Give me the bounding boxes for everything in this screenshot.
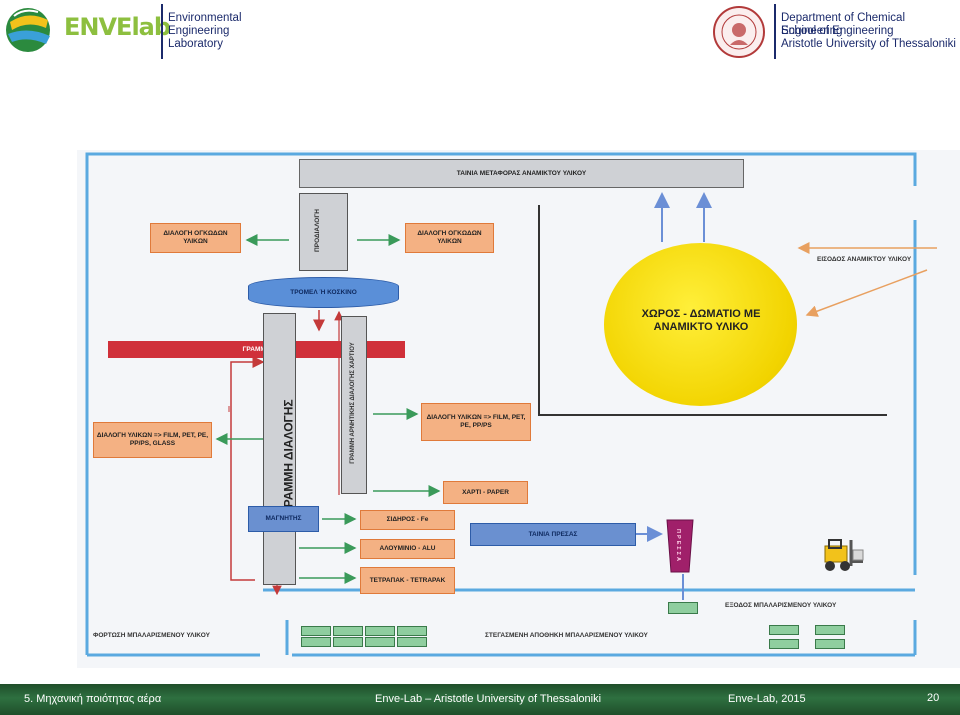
- seal-icon: [713, 6, 765, 58]
- iron-box: ΣΙΔΗΡΟΣ - Fe: [360, 510, 455, 530]
- press: [665, 518, 695, 574]
- line-label: ΓΡΑΜΜΗ: [242, 345, 271, 353]
- magnet: ΜΑΓΝΗΤΗΣ: [248, 506, 319, 532]
- bale: [815, 639, 845, 649]
- bale: [397, 637, 427, 647]
- bale-stack-center: [299, 625, 429, 647]
- mixed-entry-label: ΕΙΣΟΔΟΣ ΑΝΑΜΙΚΤΟΥ ΥΛΙΚΟΥ: [817, 256, 912, 263]
- bale: [333, 637, 363, 647]
- sort-materials-right: ΔΙΑΛΟΓΗ ΥΛΙΚΩΝ => FILM, PET, PE, PP/PS: [421, 403, 531, 441]
- tetrapak-box: ΤΕΤΡΑΠΑΚ - TETRAPAK: [360, 567, 455, 594]
- paper-negative-line: [341, 316, 367, 494]
- pre-sort-column: [299, 193, 348, 271]
- bale: [397, 626, 427, 636]
- baled-loading-label: ΦΟΡΤΩΣΗ ΜΠΑΛΑΡΙΣΜΕΝΟΥ ΥΛΙΚΟΥ: [93, 632, 210, 639]
- aluminium-box: ΑΛΟΥΜΙΝΙΟ - ALU: [360, 539, 455, 559]
- sorting-line: [263, 313, 296, 585]
- footer-bar: [0, 684, 960, 715]
- dept-line3: Aristotle University of Thessaloniki: [781, 38, 956, 50]
- university-seal: [712, 5, 766, 64]
- globe-logo-icon: [6, 8, 50, 52]
- footer-lab-name: Enve-Lab – Aristotle University of Thess…: [375, 693, 602, 705]
- footer-section-title: 5. Μηχανική ποιότητας αέρα: [24, 693, 162, 705]
- dept-line2: School of Engineering: [781, 25, 894, 37]
- footer-year: Enve-Lab, 2015: [728, 693, 806, 705]
- bale: [301, 637, 331, 647]
- press-conveyor: ΤΑΙΝΙΑ ΠΡΕΣΑΣ: [470, 523, 636, 546]
- press-label: ΠΡΕΣΣΑ: [674, 529, 681, 563]
- lab-name-line3: Laboratory: [168, 38, 223, 50]
- diagram-lines: [85, 152, 937, 657]
- forklift-icon: [815, 538, 865, 579]
- trommel-screen: ΤΡΟΜΕΛ Ή ΚΟΣΚΙΝΟ: [248, 277, 399, 308]
- header-divider-left: [161, 4, 163, 59]
- paper-line-label: ΓΡΑΜΜΗ ΑΡΝΗΤΙΚΗΣ ΔΙΑΛΟΓΗΣ ΧΑΡΤΙΟΥ: [349, 342, 356, 464]
- line-red-bar: ΓΡΑΜΜΗ: [108, 341, 405, 358]
- sorting-line-label: ΓΡΑΜΜΗ ΔΙΑΛΟΓΗΣ: [281, 399, 296, 515]
- press-shape: [666, 519, 694, 573]
- bale-stack-right: [767, 624, 847, 650]
- bulky-sort-right: ΔΙΑΛΟΓΗ ΟΓΚΩΔΩΝ ΥΛΙΚΩΝ: [405, 223, 494, 253]
- paper-box: ΧΑΡΤΙ - PAPER: [443, 481, 528, 504]
- bale: [815, 625, 845, 635]
- header-divider-right: [774, 4, 776, 59]
- baled-exit-label: ΕΞΟΔΟΣ ΜΠΑΛΑΡΙΣΜΕΝΟΥ ΥΛΙΚΟΥ: [725, 602, 837, 609]
- lab-name-line1: Environmental: [168, 12, 242, 24]
- mixed-material-room: [604, 243, 797, 406]
- conveyor-mixed-material: ΤΑΙΝΙΑ ΜΕΤΑΦΟΡΑΣ ΑΝΑΜΙΚΤΟΥ ΥΛΙΚΟΥ: [299, 159, 744, 188]
- mixed-room-label: ΧΩΡΟΣ - ΔΩΜΑΤΙΟ ΜΕ ΑΝΑΜΙΚΤΟ ΥΛΙΚΟ: [641, 308, 761, 333]
- bale: [769, 625, 799, 635]
- bale: [301, 626, 331, 636]
- bale: [365, 637, 395, 647]
- bale: [333, 626, 363, 636]
- pre-sort-label: ΠΡΟΔΙΑΛΟΓΗ: [313, 209, 321, 252]
- recycling-plant-diagram: ΤΑΙΝΙΑ ΜΕΤΑΦΟΡΑΣ ΑΝΑΜΙΚΤΟΥ ΥΛΙΚΟΥ ΔΙΑΛΟΓ…: [77, 150, 960, 668]
- bale: [769, 639, 799, 649]
- baled-storage-label: ΣΤΕΓΑΣΜΕΝΗ ΑΠΟΘΗΚΗ ΜΠΑΛΑΡΙΣΜΕΝΟΥ ΥΛΙΚΟΥ: [485, 632, 648, 639]
- sort-materials-left: ΔΙΑΛΟΓΗ ΥΛΙΚΩΝ => FILM, PET, PE, PP/PS, …: [93, 422, 212, 458]
- bale-output: [668, 602, 698, 614]
- envelab-wordmark: ENVElab: [64, 13, 171, 41]
- bale: [365, 626, 395, 636]
- dept-line1: Department of Chemical Engineering: [781, 12, 905, 37]
- lab-name-line2: Engineering: [168, 25, 230, 37]
- bulky-sort-left: ΔΙΑΛΟΓΗ ΟΓΚΩΔΩΝ ΥΛΙΚΩΝ: [150, 223, 241, 253]
- footer-page-number: 20: [927, 692, 940, 704]
